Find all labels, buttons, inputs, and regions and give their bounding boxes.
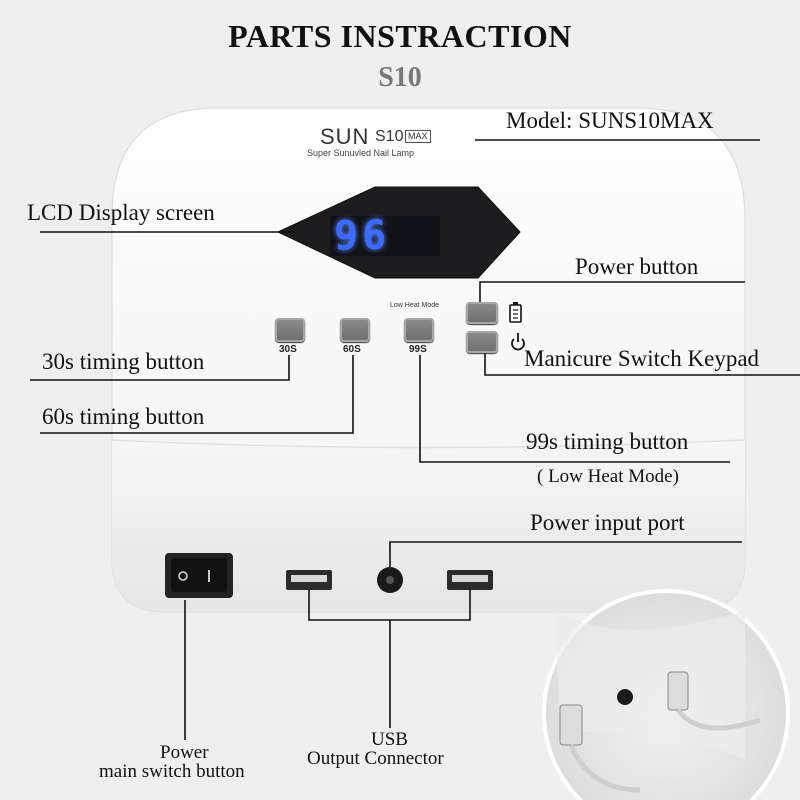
label-usb-2: Output Connector [307,748,444,769]
timer-60s-label: 60S [343,344,361,355]
label-low-heat: ( Low Heat Mode) [537,466,679,487]
low-heat-mode-text: Low Heat Mode [390,302,440,309]
label-timing-99: 99s timing button [526,429,689,454]
device-brand: SUN [320,124,370,149]
label-manicure-switch: Manicure Switch Keypad [524,346,760,371]
timer-99s-button[interactable] [404,318,434,342]
page-title: PARTS INSTRACTION [228,18,572,54]
power-button[interactable] [466,302,498,324]
label-power-input: Power input port [530,510,685,535]
leader-power-button [479,281,745,305]
timer-30s-button[interactable] [275,318,305,342]
label-model: Model: SUNS10MAX [506,108,714,133]
leader-manicure [484,352,800,376]
timer-30s-label: 30S [279,344,297,355]
label-usb-1: USB [371,729,408,750]
leader-30s [30,355,290,381]
timer-60s-button[interactable] [340,318,370,342]
leader-99s [419,355,730,463]
label-timing-60: 60s timing button [42,404,205,429]
lcd-readout: 96 [334,213,391,259]
label-power-main-1: Power [160,742,209,763]
label-power-main-2: main switch button [99,761,245,782]
device-tagline: Super Sunuvled Nail Lamp [307,148,415,158]
device-model-mark: S10 [375,128,404,145]
label-timing-30: 30s timing button [42,349,205,374]
page-subtitle: S10 [378,62,422,93]
power-symbol-icon [511,333,525,351]
timer-99s-label: 99S [409,344,427,355]
label-power-button: Power button [575,254,699,279]
manicure-switch-button[interactable] [466,331,498,353]
label-lcd: LCD Display screen [27,200,215,225]
leader-60s [40,355,354,434]
lamp-front-face [112,440,745,612]
port-closeup-circle [542,589,790,800]
leader-power-input [389,541,742,567]
max-badge: MAX [405,130,431,143]
